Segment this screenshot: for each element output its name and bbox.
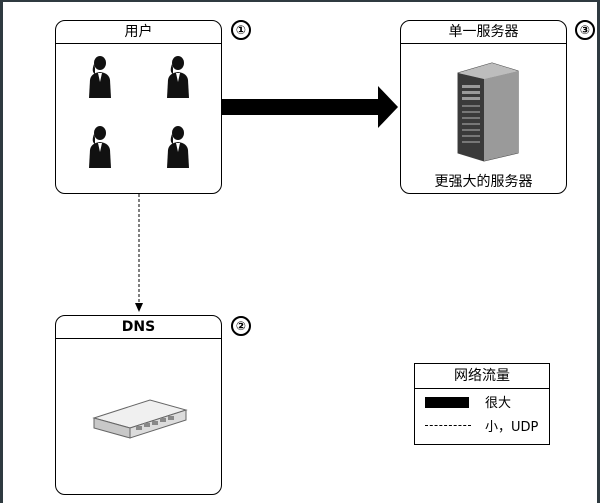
legend-row-large: 很大: [415, 389, 549, 413]
businesswoman-icon: [89, 126, 111, 168]
dns-number-badge: ②: [231, 316, 251, 336]
server-box: 单一服务器 更强大的服务器: [400, 20, 567, 194]
server-title: 单一服务器: [401, 21, 566, 44]
dns-title: DNS: [56, 316, 221, 339]
network-switch-icon: [92, 399, 188, 439]
legend-large-label: 很大: [485, 396, 512, 411]
legend-thick-swatch: [425, 397, 469, 408]
businesswoman-icon: [167, 126, 189, 168]
frame-left-edge: [0, 0, 3, 503]
thick-traffic-arrow: [222, 86, 398, 128]
legend-title: 网络流量: [415, 364, 549, 389]
users-title: 用户: [56, 21, 221, 44]
legend-box: 网络流量 很大 小，UDP: [414, 363, 550, 445]
frame-top-edge: [0, 0, 600, 2]
users-box: 用户: [55, 20, 222, 194]
legend-dashed-swatch: [425, 425, 471, 426]
tower-server-icon: [457, 62, 519, 162]
businesswoman-icon: [167, 56, 189, 98]
server-number-badge: ③: [575, 20, 595, 40]
legend-row-small: 小，UDP: [415, 413, 549, 437]
businesswoman-icon: [89, 56, 111, 98]
legend-small-label: 小，UDP: [485, 420, 539, 435]
dns-box: DNS: [55, 315, 222, 495]
frame-right-edge: [597, 0, 600, 503]
users-number-badge: ①: [231, 20, 251, 40]
dns-arrowhead: [135, 303, 143, 312]
server-caption: 更强大的服务器: [434, 174, 533, 190]
